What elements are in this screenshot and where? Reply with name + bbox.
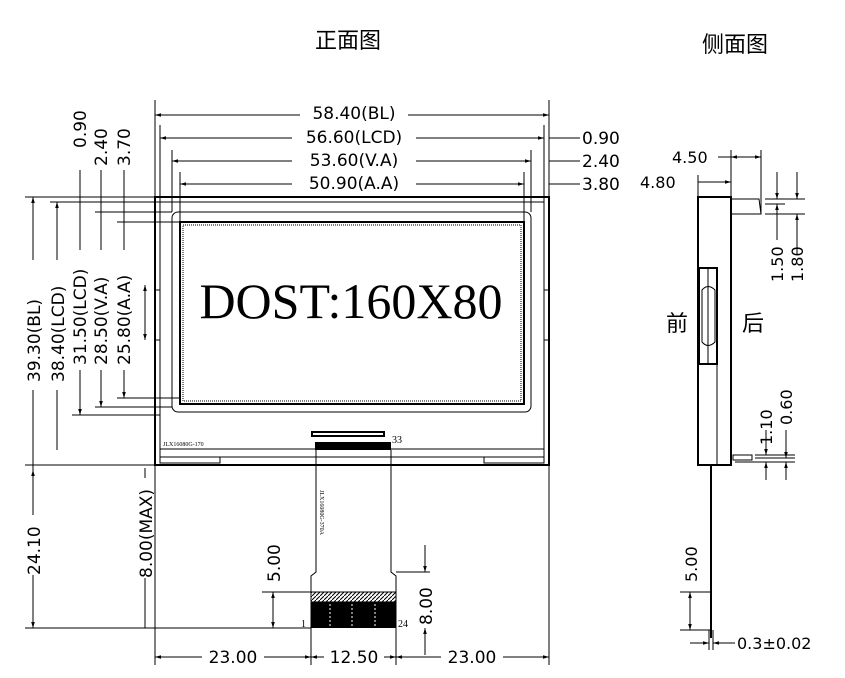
dim-side-480: 4.80 [640, 173, 676, 192]
front-bottom-dimensions: 23.00 12.50 23.00 [154, 465, 550, 668]
dim-side-150: 1.50 [768, 246, 787, 282]
dim-bottom-right: 23.00 [448, 648, 497, 668]
side-view-title: 侧面图 [702, 33, 768, 58]
dim-fpc-length: 24.10 [25, 526, 45, 575]
fpc-top-contacts [315, 442, 391, 450]
dim-top-va: 2.40 [92, 128, 112, 166]
dim-va-width: 53.60(V.A) [310, 151, 398, 171]
dim-right-lcd: 0.90 [582, 129, 620, 149]
pin-first-label: 1 [301, 619, 306, 630]
pin-top-label: 33 [392, 435, 402, 446]
dim-side-450: 4.50 [672, 148, 708, 167]
front-view: DOST:160X80 JLX16080G-170 33 JLX16080G-3… [154, 196, 550, 630]
fpc-model-label: JLX16080G-370A [318, 490, 324, 536]
dim-side-110: 1.10 [757, 409, 776, 445]
panel-model-label: JLX16080G-170 [163, 442, 204, 448]
side-view: 前 后 4.50 4.80 1.50 1.80 1.10 0.60 5.00 0… [640, 148, 811, 653]
dim-aa-height: 25.80(A.A) [115, 275, 135, 365]
dim-right-va: 2.40 [582, 152, 620, 172]
dim-fpc-max: 8.00(MAX) [137, 489, 157, 578]
dim-bl-height: 39.30(BL) [25, 299, 45, 382]
dim-top-lcd: 0.90 [71, 110, 91, 148]
front-side-label: 前 [666, 312, 688, 337]
dim-side-500: 5.00 [682, 546, 701, 582]
front-view-title: 正面图 [315, 29, 381, 54]
dim-bottom-left: 23.00 [209, 648, 258, 668]
back-side-label: 后 [742, 312, 764, 337]
dim-fpc-8: 8.00 [417, 587, 437, 625]
dim-fpc-5: 5.00 [265, 544, 285, 582]
dim-right-aa: 3.80 [582, 175, 620, 195]
dim-va-height: 28.50(V.A) [92, 277, 112, 365]
dim-top-aa: 3.70 [115, 128, 135, 166]
dim-aa-width: 50.90(A.A) [309, 174, 399, 194]
dim-lcd-height: 38.40(LCD) [49, 286, 69, 382]
dim-bl-width: 58.40(BL) [312, 104, 395, 124]
fpc-gold-fingers [311, 602, 396, 628]
dim-side-thickness: 0.3±0.02 [737, 634, 811, 653]
pin-last-label: 24 [398, 619, 408, 630]
dim-lcd-height-2: 31.50(LCD) [71, 269, 91, 365]
display-text: DOST:160X80 [199, 273, 502, 329]
dim-side-180: 1.80 [788, 246, 807, 282]
dim-lcd-width: 56.60(LCD) [306, 128, 402, 148]
front-vertical-dimensions: 0.90 2.40 3.70 39.30(BL) 38.40(LCD) 31.5… [25, 110, 437, 655]
front-horizontal-dimensions: 58.40(BL) 56.60(LCD) 53.60(V.A) 50.90(A.… [154, 100, 620, 222]
dim-side-060: 0.60 [777, 389, 796, 425]
dim-bottom-mid: 12.50 [330, 648, 379, 668]
